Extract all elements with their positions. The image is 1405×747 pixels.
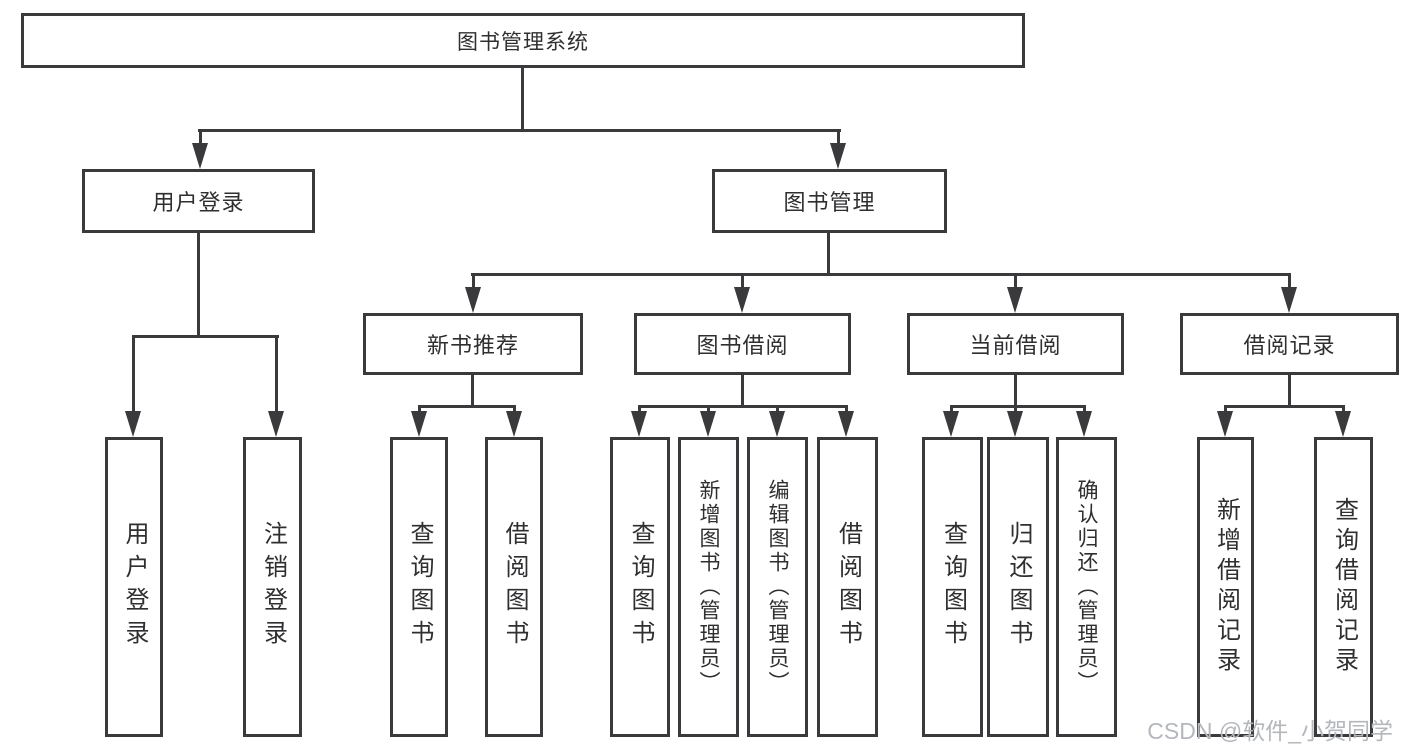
arrow-down-icon [465,287,481,313]
node-label: 编辑图书（管理员） [766,479,789,695]
connector-drop [1014,273,1017,290]
node-label: 当前借阅 [969,333,1062,358]
connector-drop [741,273,744,290]
arrow-down-icon [1217,411,1233,437]
connector-drop [1288,273,1291,290]
node-label: 查询借阅记录 [1330,497,1358,677]
connector-root-stem [521,68,524,129]
arrow-down-icon [1007,411,1023,437]
node-label: 新增借阅记录 [1212,497,1240,677]
connector-borrowing-stem [741,375,744,407]
node-query-books-recommend: 查询图书 [390,437,448,737]
node-label: 新书推荐 [426,333,519,358]
connector-drop [1014,405,1017,415]
connector-drop [199,129,202,147]
node-confirm-return-admin: 确认归还（管理员） [1056,437,1117,737]
node-label: 查询图书 [627,521,654,653]
connector-drop [275,335,278,415]
node-add-books-admin: 新增图书（管理员） [678,437,739,737]
node-label: 归还图书 [1005,521,1032,653]
connector-records-stem [1288,375,1291,407]
node-return-books: 归还图书 [987,437,1049,737]
connector-drop [1342,405,1345,415]
node-query-books-borrowing: 查询图书 [610,437,670,737]
arrow-down-icon [838,411,854,437]
connector-records-split [1224,405,1345,408]
node-logout: 注销登录 [243,437,302,737]
node-label: 借阅图书 [501,521,528,653]
csdn-watermark: CSDN @软件_小贺同学 [1147,718,1393,744]
node-borrow-books-recommend: 借阅图书 [485,437,543,737]
node-label: 借阅图书 [834,521,862,653]
connector-root-split [198,129,841,132]
node-label: 用户登录 [121,521,148,653]
connector-recommend-stem [471,375,474,407]
connector-drop [1083,405,1086,415]
arrow-down-icon [1007,287,1023,313]
arrow-down-icon [268,411,284,437]
node-borrowing-records: 借阅记录 [1180,313,1399,375]
node-user-login: 用户登录 [82,169,315,233]
connector-drop [776,405,779,415]
connector-drop [132,335,135,415]
node-label: 新增图书（管理员） [697,479,720,695]
node-label: 图书借阅 [696,333,789,358]
node-add-borrow-record: 新增借阅记录 [1197,437,1254,737]
node-book-borrowing: 图书借阅 [634,313,851,375]
arrow-down-icon [411,411,427,437]
connector-drop [1224,405,1227,415]
node-label: 借阅记录 [1243,333,1336,358]
connector-current-split [950,405,1085,408]
node-label: 图书管理 [783,190,876,215]
arrow-down-icon [1076,411,1092,437]
arrow-down-icon [769,411,785,437]
node-current-borrowing: 当前借阅 [907,313,1124,375]
arrow-down-icon [631,411,647,437]
arrow-down-icon [125,411,141,437]
connector-user-login-stem [197,233,200,337]
node-query-borrow-record: 查询借阅记录 [1314,437,1373,737]
node-label: 注销登录 [259,521,287,653]
node-label: 确认归还（管理员） [1075,479,1098,695]
arrow-down-icon [734,287,750,313]
node-label: 查询图书 [406,521,433,653]
arrow-down-icon [506,411,522,437]
connector-drop [638,405,641,415]
node-new-book-recommendation: 新书推荐 [363,313,583,375]
connector-drop [707,405,710,415]
connector-borrowing-split [638,405,848,408]
arrow-down-icon [943,411,959,437]
arrow-down-icon [192,143,208,169]
connector-drop [950,405,953,415]
node-borrow-books-borrowing: 借阅图书 [817,437,878,737]
connector-book-mgmt-stem [827,233,830,275]
node-book-management: 图书管理 [712,169,947,233]
connector-drop [418,405,421,415]
connector-user-login-split [132,335,279,338]
connector-book-mgmt-split [471,273,1291,276]
arrow-down-icon [700,411,716,437]
arrow-down-icon [1335,411,1351,437]
connector-drop [845,405,848,415]
connector-drop [472,273,475,290]
arrow-down-icon [1281,287,1297,313]
connector-current-stem [1014,375,1017,407]
connector-drop [513,405,516,415]
arrow-down-icon [830,143,846,169]
node-user-login-leaf: 用户登录 [105,437,163,737]
node-library-management-system: 图书管理系统 [21,13,1025,68]
node-query-books-current: 查询图书 [922,437,983,737]
node-label: 查询图书 [939,521,967,653]
connector-recommend-split [418,405,516,408]
node-label: 用户登录 [152,190,245,215]
connector-drop [837,129,840,147]
node-edit-books-admin: 编辑图书（管理员） [747,437,808,737]
node-label: 图书管理系统 [457,30,589,54]
